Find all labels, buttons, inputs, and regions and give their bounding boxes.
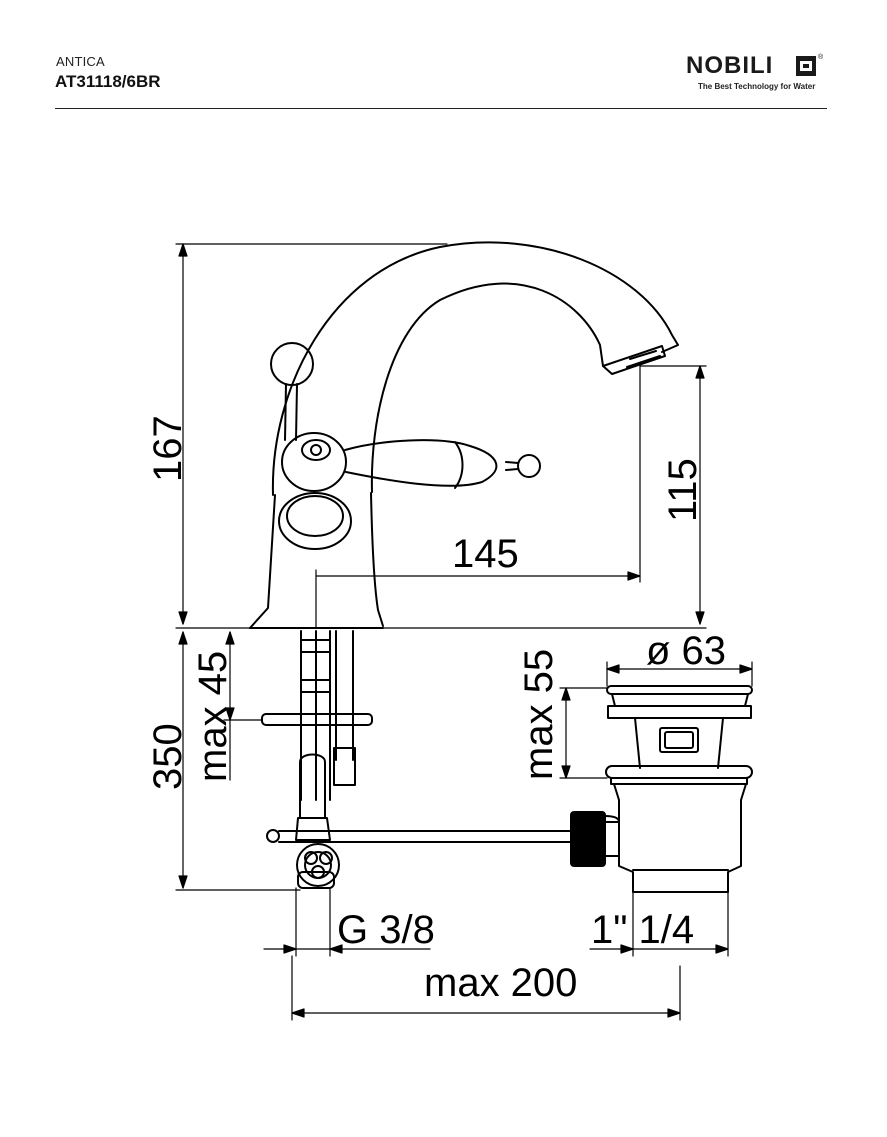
brand-logo: NOBILI ® The Best Technology for Water — [686, 52, 828, 96]
dim-height-167: 167 — [146, 415, 190, 482]
handle-lever — [278, 432, 541, 550]
flexible-hose — [295, 753, 340, 889]
dim-max-waste-55: max 55 — [517, 649, 561, 780]
dim-waste-thread: 1" 1/4 — [591, 908, 694, 952]
header-divider — [55, 108, 827, 109]
product-series: ANTICA — [56, 54, 105, 69]
mounting-shank — [261, 630, 373, 801]
registered-mark: ® — [818, 54, 824, 61]
dim-max-span-200: max 200 — [424, 961, 577, 1005]
lift-rod — [270, 342, 314, 441]
waste-assembly — [570, 685, 753, 893]
brand-name: NOBILI — [686, 52, 774, 79]
brand-tagline: The Best Technology for Water — [698, 82, 816, 91]
dim-spout-height-115: 115 — [661, 458, 705, 522]
product-code: AT31118/6BR — [55, 72, 161, 91]
dimension-lines — [175, 243, 753, 1021]
pop-up-pull-rod — [266, 829, 571, 843]
dim-spout-reach-145: 145 — [452, 532, 519, 576]
dim-rod-length-350: 350 — [146, 723, 190, 790]
dimension-labels: 167 115 145 350 max 45 max 55 ø 63 G 3/8… — [146, 415, 726, 1005]
faucet-spout — [271, 241, 679, 496]
dim-max-thickness-45: max 45 — [191, 651, 235, 782]
dim-inlet-g38: G 3/8 — [337, 908, 435, 952]
dim-waste-diameter-63: ø 63 — [646, 629, 726, 673]
brand-mark-icon — [796, 56, 816, 76]
